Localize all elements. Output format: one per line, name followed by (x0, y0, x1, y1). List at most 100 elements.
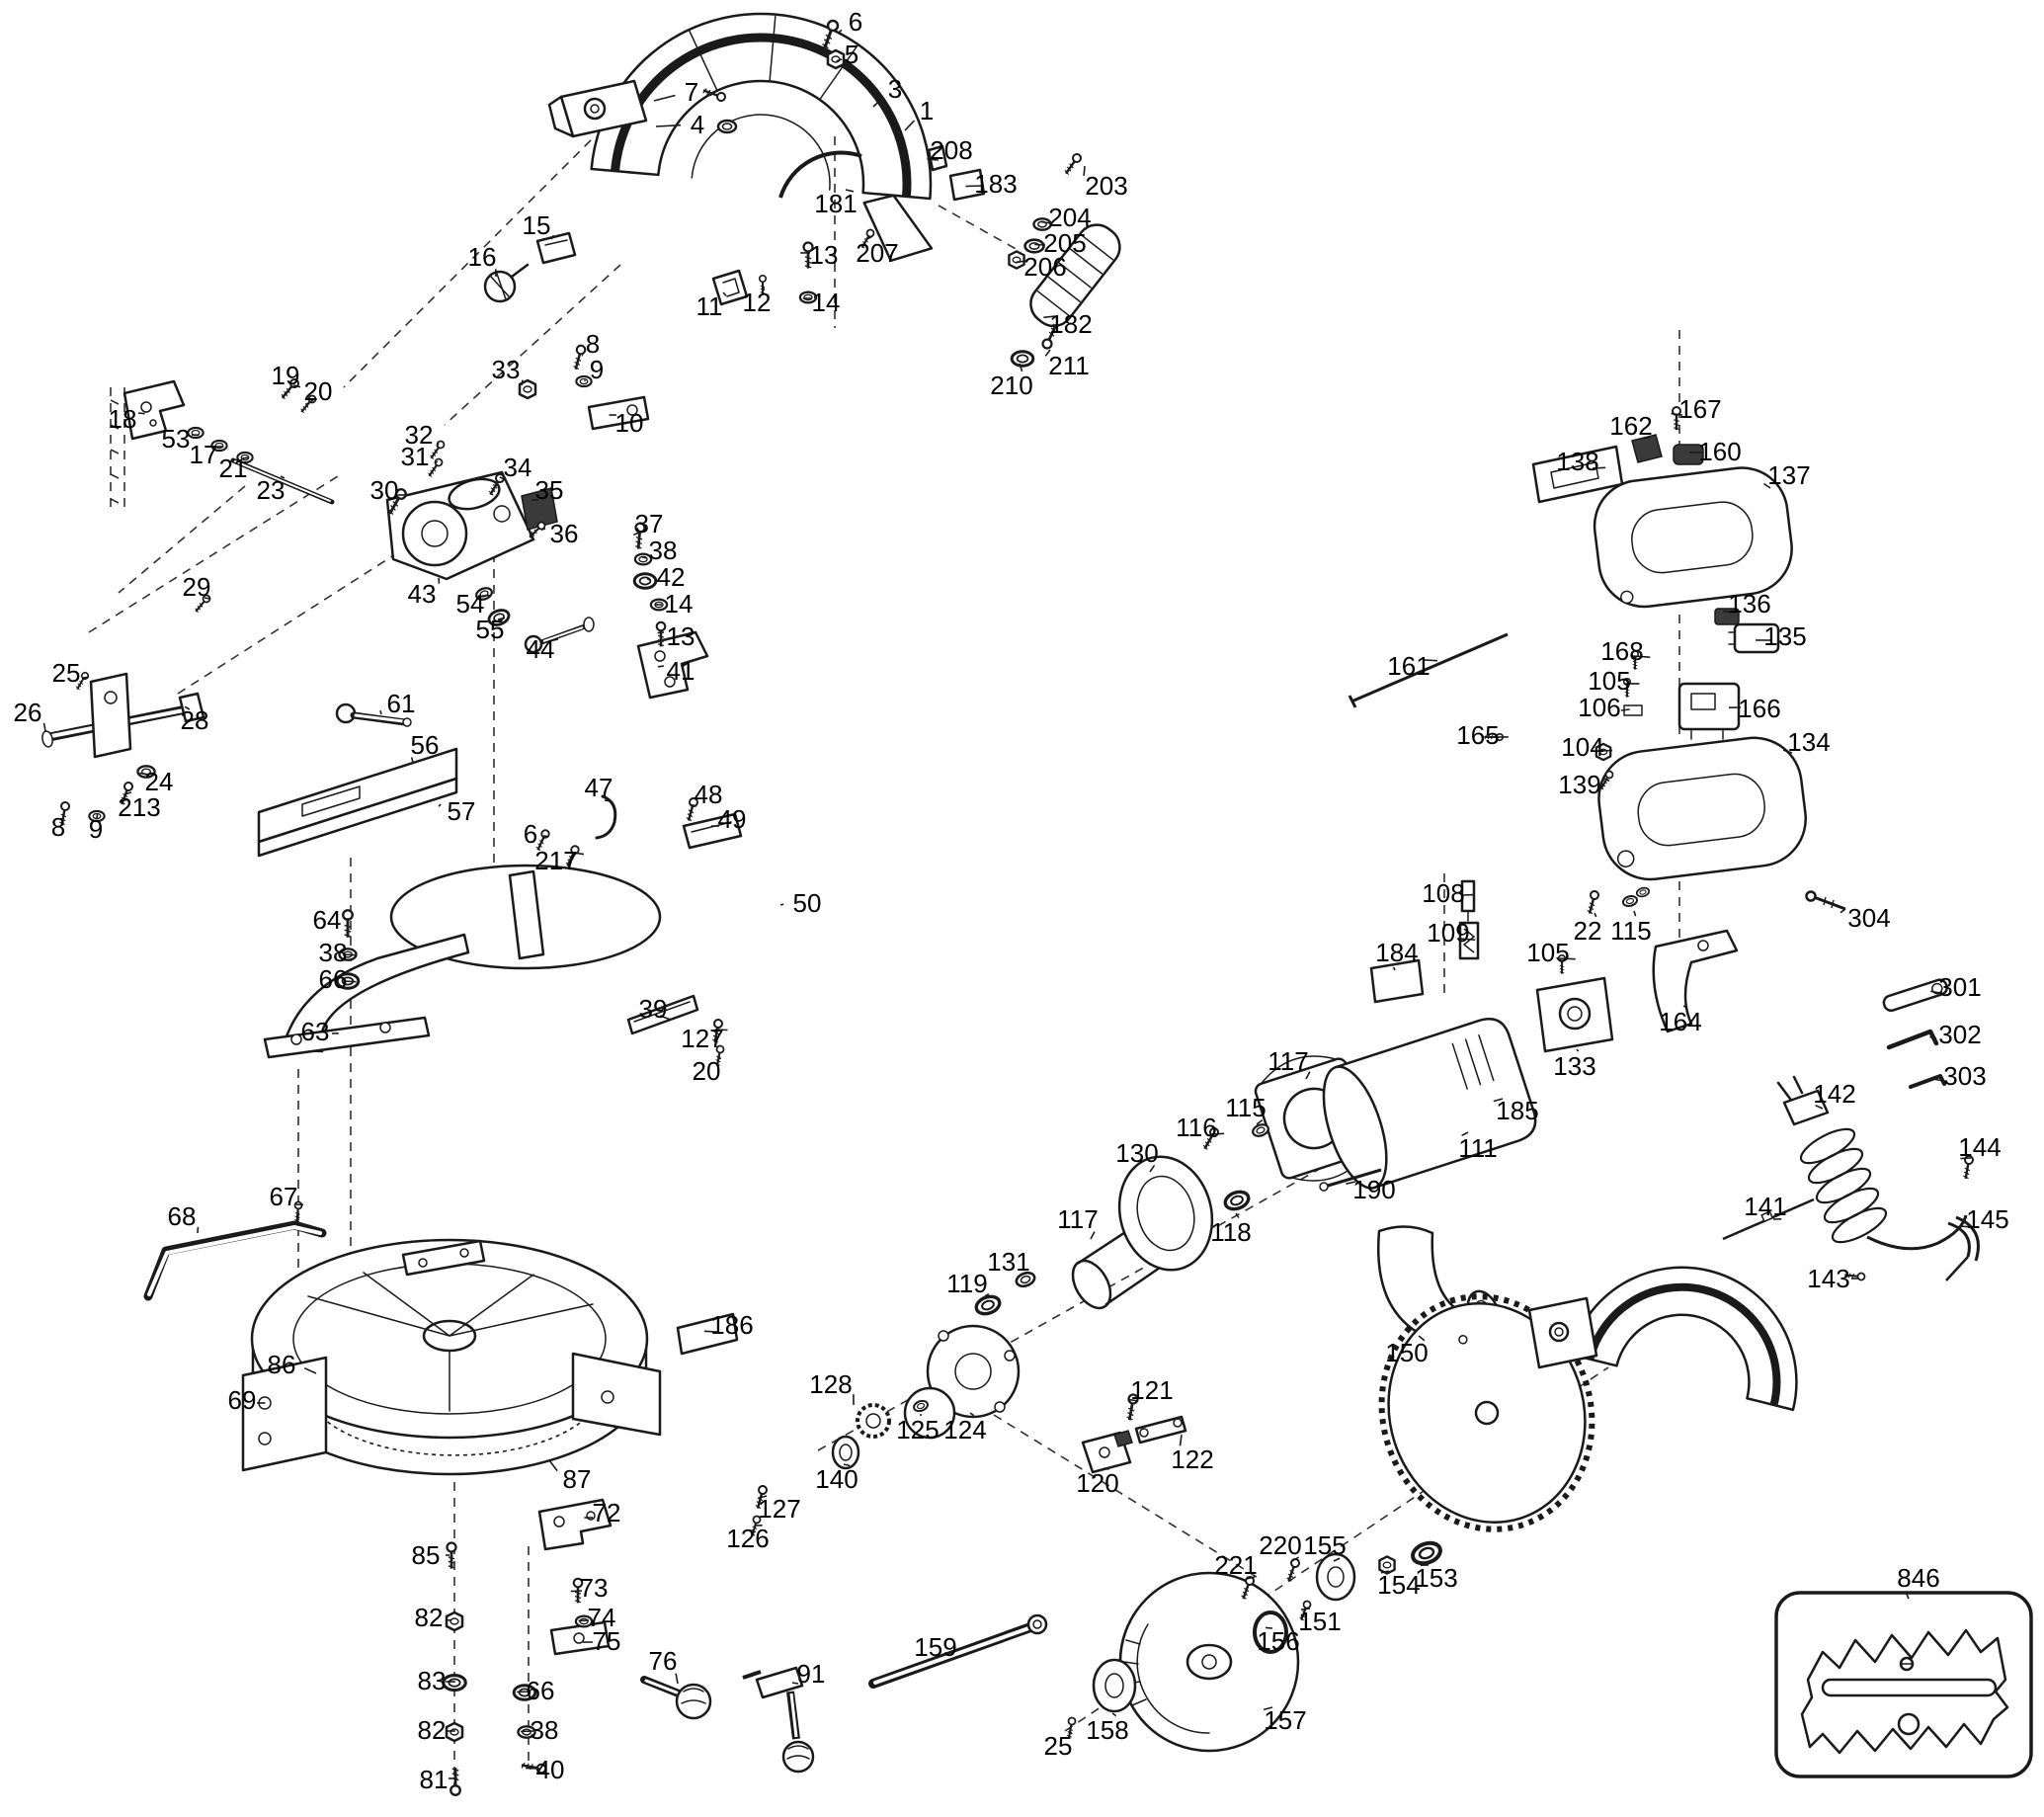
part-label-30: 30 (370, 475, 399, 505)
leader-line-56 (410, 757, 414, 764)
part-label-16: 16 (468, 242, 497, 272)
leader-line-155 (1333, 1557, 1341, 1562)
part-label-13: 13 (667, 621, 695, 651)
part-label-185: 185 (1496, 1096, 1538, 1125)
clamp-handle (335, 702, 412, 727)
leader-line-181 (845, 189, 855, 193)
part-label-72: 72 (593, 1498, 621, 1528)
leader-line-25 (82, 676, 90, 679)
part-label-66: 66 (527, 1676, 555, 1705)
leader-line-111 (1461, 1131, 1469, 1137)
handle-upper-half (1593, 466, 1793, 609)
leader-line-124 (969, 1412, 975, 1417)
part-label-139: 139 (1558, 770, 1600, 799)
lock-plate (521, 487, 558, 531)
leader-line-20 (717, 1054, 722, 1060)
guard-pivot-bracket (547, 79, 648, 138)
leader-line-28 (184, 705, 191, 710)
leader-line-117 (1090, 1231, 1096, 1240)
leader-line-1 (904, 120, 915, 131)
leader-line-164 (1682, 1005, 1687, 1009)
leader-line-115 (1256, 1118, 1264, 1125)
part-label-40: 40 (536, 1755, 565, 1784)
leader-line-139 (1603, 778, 1610, 783)
inset-kerf-plate (1774, 1591, 2033, 1778)
leader-line-119 (981, 1292, 990, 1299)
leader-line-15 (550, 234, 555, 240)
part-label-183: 183 (974, 169, 1017, 199)
clamp-knob (640, 1676, 712, 1720)
part-label-206: 206 (1023, 252, 1066, 282)
part-label-53: 53 (162, 424, 191, 454)
part-label-301: 301 (1938, 972, 1981, 1002)
leader-line-144 (1960, 1157, 1972, 1160)
cable-tie (1722, 1198, 1815, 1241)
leader-line-42 (646, 578, 651, 581)
leader-line-301 (1930, 990, 1941, 994)
bevel-knuckle (385, 470, 535, 581)
part-label-138: 138 (1556, 447, 1598, 476)
part-label-13: 13 (810, 240, 839, 270)
part-label-8: 8 (51, 812, 65, 842)
part-label-64: 64 (313, 905, 342, 935)
part-label-9: 9 (89, 814, 103, 844)
leader-lines (42, 29, 1974, 1779)
trigger-switch (1677, 682, 1741, 740)
part-label-127: 127 (681, 1024, 723, 1053)
leader-line-91 (791, 1682, 799, 1685)
leader-line-32 (436, 442, 440, 448)
part-label-155: 155 (1303, 1530, 1346, 1560)
leader-line-190 (1346, 1181, 1356, 1185)
part-label-211: 211 (1048, 351, 1089, 380)
leader-line-66 (343, 980, 357, 983)
leader-line-186 (703, 1330, 718, 1333)
part-label-128: 128 (809, 1369, 852, 1399)
part-label-23: 23 (257, 475, 286, 505)
leader-line-138 (1592, 466, 1606, 469)
leader-line-76 (675, 1673, 679, 1685)
leader-line-183 (965, 185, 985, 188)
leader-line-159 (947, 1656, 958, 1661)
part-label-145: 145 (1966, 1204, 2008, 1234)
part-label-31: 31 (401, 442, 430, 471)
part-label-181: 181 (814, 189, 857, 218)
stop-bracket (636, 630, 709, 700)
part-label-154: 154 (1377, 1570, 1420, 1600)
gear-case (903, 1324, 1021, 1440)
leader-line-136 (1723, 610, 1736, 614)
part-label-220: 220 (1259, 1530, 1301, 1560)
mounting-bracket (537, 1498, 613, 1551)
leader-line-43 (438, 577, 441, 584)
part-label-18: 18 (109, 404, 137, 434)
leader-line-87 (548, 1459, 558, 1472)
upper-blade-guard (590, 12, 934, 263)
part-label-22: 22 (1574, 916, 1602, 946)
leader-line-11 (722, 291, 727, 296)
part-label-63: 63 (301, 1017, 330, 1046)
part-label-83: 83 (418, 1666, 447, 1695)
part-label-35: 35 (535, 475, 564, 505)
part-label-156: 156 (1257, 1626, 1299, 1656)
brush-cap (1460, 879, 1476, 922)
leader-line-303 (1934, 1078, 1945, 1082)
part-label-120: 120 (1076, 1468, 1118, 1498)
part-label-105: 105 (1526, 938, 1569, 967)
leader-line-206 (1016, 260, 1028, 264)
part-label-207: 207 (856, 238, 898, 268)
leader-line-34 (499, 476, 505, 480)
part-label-111: 111 (1458, 1133, 1498, 1163)
bearing (831, 1435, 860, 1470)
part-label-82: 82 (418, 1715, 447, 1745)
part-label-142: 142 (1813, 1079, 1855, 1109)
part-label-36: 36 (550, 519, 579, 548)
part-label-221: 221 (1214, 1550, 1257, 1580)
part-label-105: 105 (1588, 666, 1630, 696)
part-label-20: 20 (304, 376, 333, 406)
part-label-15: 15 (523, 210, 551, 240)
spring-hidden (110, 399, 125, 507)
table-extension-rod (143, 1220, 327, 1301)
part-label-106: 106 (1578, 693, 1620, 722)
fan-baffle (1117, 1155, 1214, 1272)
part-label-57: 57 (448, 796, 476, 826)
power-cord (1776, 1075, 1968, 1251)
